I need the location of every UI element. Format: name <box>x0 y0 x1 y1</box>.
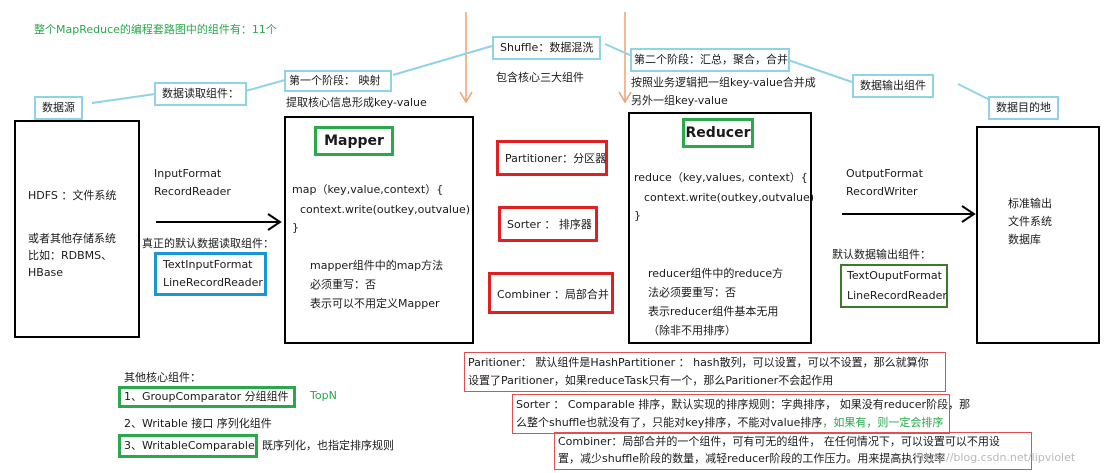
stage1-title: 第一个阶段： 映射 <box>289 74 381 87</box>
stage2-line-1: 第二个阶段：汇总，聚合，合并 <box>634 53 788 66</box>
partitioner-note-1: Paritioner： 默认组件是HashPartitioner ： hash散… <box>468 356 929 369</box>
output-callout: 数据输出组件 <box>852 74 934 98</box>
writable-label: 2、Writable 接口 序列化组件 <box>124 417 272 430</box>
default-writer-label: 默认数据输出组件： <box>832 248 931 261</box>
watermark: https://blog.csdn.net/lipviolet <box>914 451 1076 464</box>
connector-shuffle-stage2 <box>604 43 633 57</box>
stage2-box: 第二个阶段：汇总，聚合，合并 <box>630 48 790 72</box>
record-reader-label: RecordReader <box>154 185 231 198</box>
writable-comparable-note: 既序列化，也指定排序规则 <box>262 439 394 452</box>
line-record-reader-output: LineRecordReader <box>847 289 947 302</box>
arrow-reducer-to-destination-head <box>961 205 976 223</box>
combiner-note-1: Combiner：局部合并的一个组件，可有可无的组件， 在任何情况下，可以设置可… <box>558 435 1000 448</box>
output-format-label: OutputFormat <box>846 167 923 180</box>
sorter-note-1: Sorter ： Comparable 排序，默认实现的排序规则：字典排序， 如… <box>516 398 971 411</box>
combiner-label: Combiner ：局部合并 <box>497 288 609 301</box>
sorter-note-2: 么整个shuffle也就没有了，只能对key排序，不能对value排序 <box>516 416 823 429</box>
arrow-source-to-mapper-head <box>267 213 282 231</box>
writable-comparable-label: 3、WritableComparable <box>124 439 255 452</box>
reducer-title: Reducer <box>682 118 754 148</box>
group-comparator-label: 1、GroupComparator 分组组件 <box>124 390 289 403</box>
stage1-box: 第一个阶段： 映射 <box>284 70 392 92</box>
mapper-box: Mapper map（key,value,context）{ context.w… <box>284 116 474 344</box>
other-components-label: 其他核心组件： <box>124 371 201 384</box>
combiner-note-box: Combiner：局部合并的一个组件，可有可无的组件， 在任何情况下，可以设置可… <box>554 432 1032 470</box>
line-record-reader: LineRecordReader <box>163 276 263 289</box>
mapper-note-3: 表示可以不用定义Mapper <box>310 297 440 310</box>
default-reader-label: 真正的默认数据读取组件： <box>142 237 274 250</box>
partitioner-box: Partitioner：分区器 <box>496 140 608 176</box>
reducer-note-2: 法必须要重写：否 <box>648 286 736 299</box>
mapper-code-2: context.write(outkey,outvalue) <box>300 203 471 216</box>
combiner-note-2: 置，减少shuffle阶段的数量，减轻reducer阶段的工作压力。用来提高执行… <box>558 452 946 465</box>
sorter-label: Sorter ： 排序器 <box>507 218 592 231</box>
source-line-4: HBase <box>28 266 64 279</box>
reducer-code-2: context.write(outkey,outvalue) <box>644 191 815 204</box>
record-writer-label: RecordWriter <box>846 185 918 198</box>
writable-comparable-box: 3、WritableComparable <box>118 434 258 458</box>
shuffle-note: 包含核心三大组件 <box>496 71 584 84</box>
mapper-note-1: mapper组件中的map方法 <box>310 259 444 272</box>
text-input-format: TextInputFormat <box>163 258 253 271</box>
connector-stage1-shuffle <box>392 45 493 76</box>
default-reader-box: TextInputFormat LineRecordReader <box>154 252 267 296</box>
destination-box: 标准输出 文件系统 数据库 <box>976 126 1100 344</box>
connector-source-reader <box>91 93 156 104</box>
reducer-code-3: } <box>634 209 641 222</box>
mapper-title: Mapper <box>314 126 394 156</box>
reducer-code-1: reduce（key,values, context）{ <box>634 171 808 184</box>
source-line-2: 或者其他存储系统 <box>28 232 116 245</box>
stage1-subtitle: 提取核心信息形成key-value <box>286 96 427 109</box>
topn-label: TopN <box>310 389 337 402</box>
sorter-box: Sorter ： 排序器 <box>498 206 598 242</box>
partitioner-label: Partitioner：分区器 <box>505 152 607 165</box>
default-writer-box: TextOuputFormat LineRecordReader <box>840 264 948 308</box>
source-box: HDFS ：文件系统 或者其他存储系统 比如：RDBMS、 HBase <box>14 120 140 338</box>
connector-stage2-output <box>787 59 853 83</box>
combiner-box: Combiner ：局部合并 <box>488 272 614 314</box>
partitioner-note-2: 设置了Paritioner，如果reduceTask只有一个，那么Paritio… <box>468 374 834 387</box>
source-label: 数据源 <box>34 96 83 120</box>
destination-label: 数据目的地 <box>988 96 1059 120</box>
reader-callout: 数据读取组件： <box>154 82 247 106</box>
stage2-line-2: 按照业务逻辑把一组key-value合并成 <box>631 76 816 89</box>
sorter-note-highlight: ，如果有，则一定会排序 <box>822 416 944 429</box>
input-format-label: InputFormat <box>154 167 222 180</box>
reducer-box: Reducer reduce（key,values, context）{ con… <box>628 112 815 344</box>
sorter-note-box: Sorter ： Comparable 排序，默认实现的排序规则：字典排序， 如… <box>512 394 970 434</box>
reducer-note-4: （除非不用排序） <box>648 324 736 337</box>
shuffle-right-arrowhead <box>618 91 632 104</box>
destination-line-2: 文件系统 <box>1008 215 1052 228</box>
mapper-code-3: } <box>292 221 299 234</box>
text-output-format: TextOuputFormat <box>847 269 942 282</box>
reducer-note-1: reducer组件中的reduce方 <box>648 267 784 280</box>
connector-output-destination <box>957 83 991 101</box>
reducer-note-3: 表示reducer组件基本无用 <box>648 305 779 318</box>
destination-line-3: 数据库 <box>1008 233 1041 246</box>
stage2-line-3: 另外一组key-value <box>631 94 728 107</box>
group-comparator-box: 1、GroupComparator 分组组件 <box>118 386 296 408</box>
component-summary: 整个MapReduce的编程套路图中的组件有：11个 <box>34 23 277 36</box>
shuffle-left-arrowhead <box>459 91 473 104</box>
mapper-code-1: map（key,value,context）{ <box>292 183 444 196</box>
source-line-3: 比如：RDBMS、 <box>28 249 113 262</box>
destination-line-1: 标准输出 <box>1008 197 1052 210</box>
source-line-1: HDFS ：文件系统 <box>28 189 117 202</box>
partitioner-note-box: Paritioner： 默认组件是HashPartitioner ： hash散… <box>464 352 946 392</box>
connector-reader-stage1 <box>241 79 286 93</box>
shuffle-label: Shuffle：数据混洗 <box>492 36 602 60</box>
mapper-note-2: 必须重写：否 <box>310 278 376 291</box>
